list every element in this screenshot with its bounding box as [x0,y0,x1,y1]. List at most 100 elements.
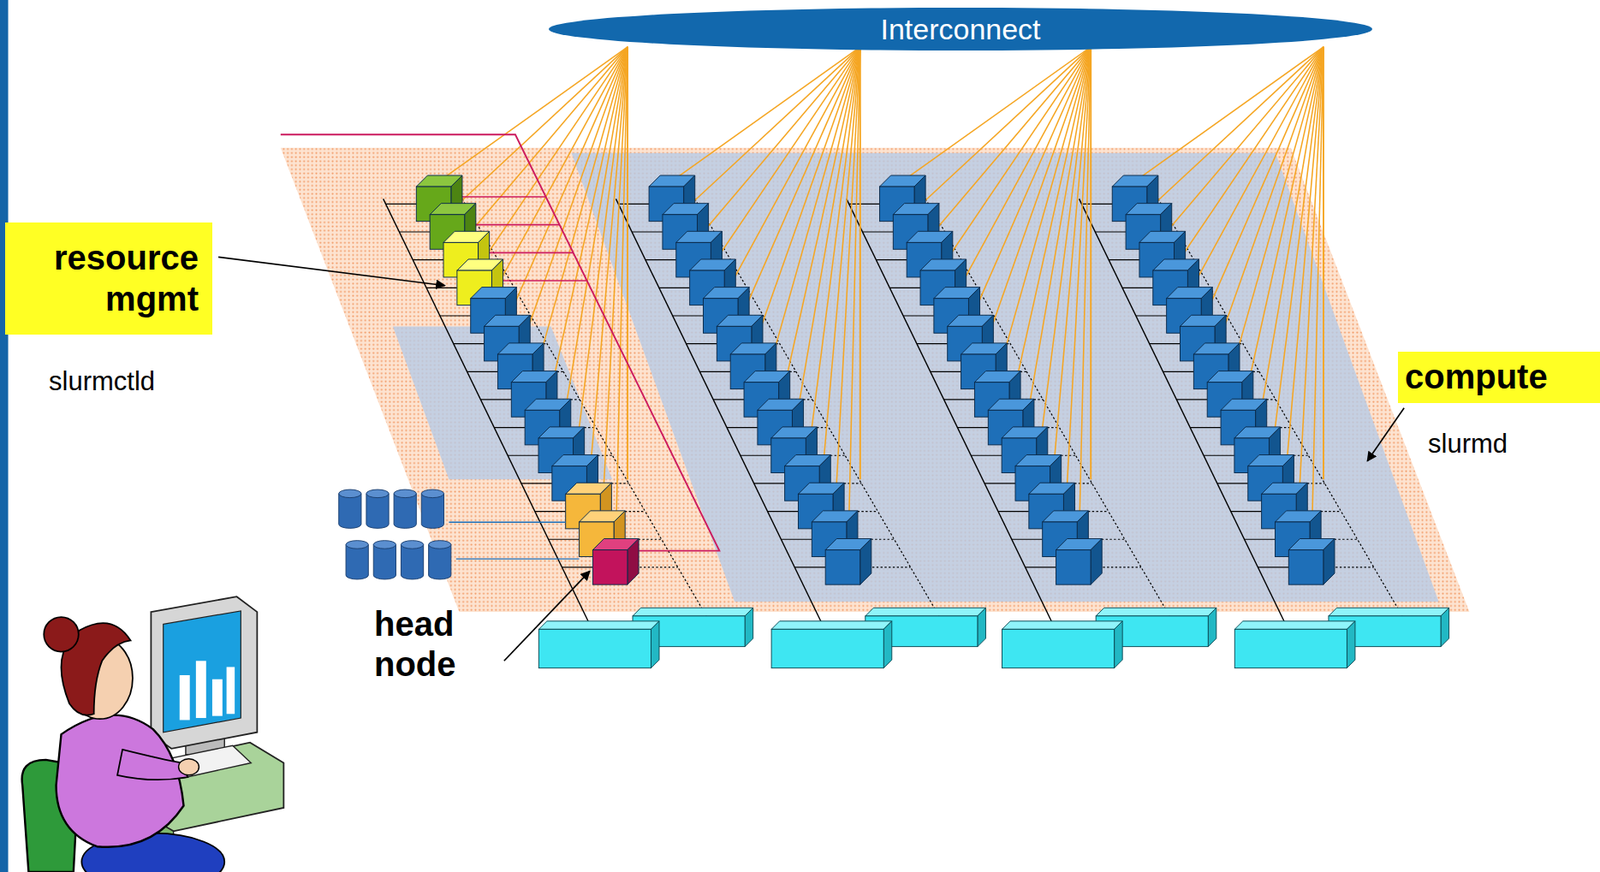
rack-rung [970,455,1002,457]
leader-lines [218,256,1404,661]
box-text: resource mgmt [11,237,199,319]
rack-rung [740,455,772,457]
interconnect-link [1078,47,1091,545]
disk-top [421,489,444,499]
switch-side [1346,621,1356,669]
disk-body [373,544,396,580]
interconnect-link [601,47,628,518]
rack-rung [1136,315,1167,316]
hair-bun [43,617,79,653]
rack-rung [699,371,731,373]
interconnect-trunk [626,47,629,480]
switch-side [1207,607,1217,647]
monitor-case [150,596,257,750]
chart-bar [179,675,191,720]
interconnect-trunk [859,47,862,480]
rack-rung [521,482,553,484]
switch-side [977,607,987,647]
daemon-name: slurmd [1427,428,1508,461]
disk-body [366,493,389,530]
interconnect-link [1176,47,1324,266]
rack-rung [618,203,649,205]
disk-cylinder [428,541,452,580]
management-wire [280,134,720,551]
switch-top [771,621,893,631]
rack-rung [480,398,512,400]
rack [383,198,754,668]
rack [1079,198,1450,668]
interconnect-link [1162,47,1324,238]
switch-top [538,621,660,631]
switch-front [1002,629,1115,668]
cube-side [627,539,639,586]
management-branch [464,224,560,227]
rack-spine [1079,198,1288,628]
switch-front-box [1002,621,1124,669]
switch-top [1095,607,1217,617]
rack-rung [1025,566,1057,568]
switch-side [744,607,754,647]
rack-rung [426,287,458,289]
interconnect-link [725,47,861,293]
disk-cylinder [373,541,396,580]
interconnect-link [902,47,1091,182]
switch-front [538,629,651,668]
cube-side [1323,539,1335,586]
interconnect-link [480,47,628,266]
rack-spine [846,198,1055,628]
node-cube [1056,539,1103,586]
callout-box: compute [1397,351,1600,404]
rack-rung [1217,482,1249,484]
hand [178,759,200,776]
user-clipart [22,596,285,872]
rack-rung [889,287,921,289]
disk-cylinder [345,541,369,580]
switch-side [650,621,660,669]
rack [846,198,1217,668]
rack-rung [862,231,894,232]
compute-plane-left [392,326,613,480]
rack-rung [1189,427,1221,429]
storage-link [448,521,566,523]
switch-top [1234,621,1356,631]
cube-side [860,539,872,586]
ellipse-fill [548,7,1373,51]
disk-body [428,544,452,580]
disk-cylinder [366,489,389,529]
switch-top [865,607,987,617]
interconnect-link [943,47,1091,266]
interconnect-link [699,47,861,238]
switch-top [632,607,754,617]
interconnect-links [902,47,1091,545]
rack-rung [440,315,471,316]
rack-rung [631,231,663,232]
disk-cylinder [393,489,417,529]
rack-rung [754,482,786,484]
interconnect-link [439,47,628,182]
callout-label: head node [374,604,503,685]
cube-front [1288,550,1324,586]
switch-front-box [538,621,660,669]
chart-bar [196,660,207,719]
switch-front [771,629,884,668]
management-network [280,134,720,551]
node-cube [825,539,872,586]
interconnect-link [712,47,860,266]
interconnect-link [1189,47,1324,293]
disk-top [339,489,362,499]
disk-top [345,541,369,550]
leader-line [218,256,446,286]
chart-bar [226,666,236,714]
callout-box: resource mgmt [5,222,213,335]
rack-spine [383,198,592,628]
interconnect-link [1065,47,1092,518]
rack-rung [944,398,976,400]
rack [615,198,986,668]
rack-rung [412,259,444,261]
rack-rung [386,203,417,205]
rack-rung [1163,371,1195,373]
disk-body [339,493,362,530]
disk-body [421,493,444,530]
cube-side [1090,539,1102,586]
